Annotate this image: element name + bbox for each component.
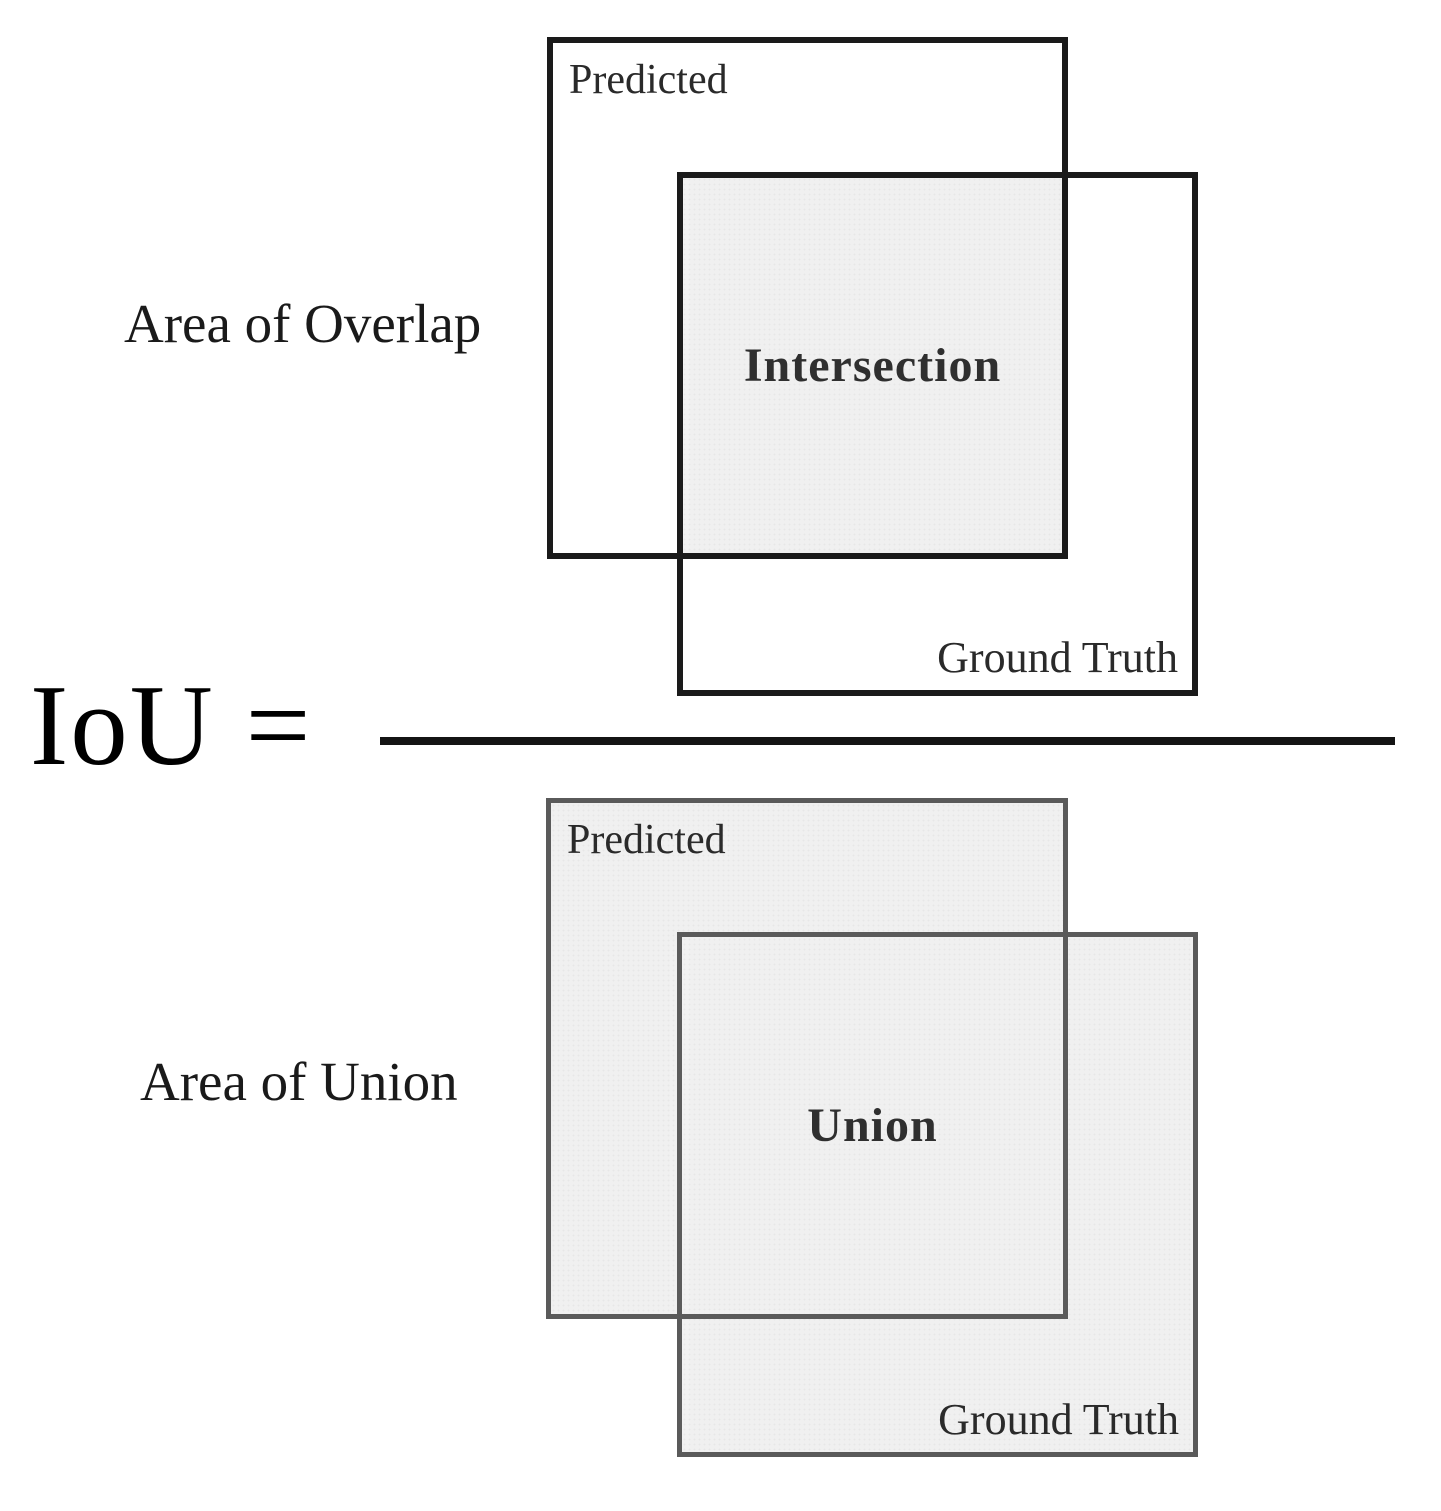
- area-of-union-label: Area of Union: [140, 1051, 458, 1112]
- ground-truth-label-union: Ground Truth: [938, 1394, 1179, 1444]
- ground-truth-label-overlap: Ground Truth: [937, 632, 1178, 682]
- iou-formula-text: IoU =: [30, 662, 313, 789]
- predicted-label-overlap: Predicted: [569, 57, 728, 103]
- predicted-label-union: Predicted: [567, 817, 726, 863]
- predicted-box-union: Predicted: [546, 798, 1068, 1319]
- ground-truth-box-union: Ground Truth: [677, 932, 1198, 1457]
- area-of-overlap-label: Area of Overlap: [124, 293, 482, 354]
- intersection-region: [677, 172, 1068, 559]
- ground-truth-region-union: [677, 932, 1198, 1457]
- intersection-label: Intersection: [743, 339, 1002, 392]
- ground-truth-box-overlap: Ground Truth: [677, 172, 1198, 696]
- predicted-box-overlap: Predicted: [547, 37, 1068, 559]
- fraction-bar: [380, 737, 1395, 745]
- union-label: Union: [807, 1099, 938, 1152]
